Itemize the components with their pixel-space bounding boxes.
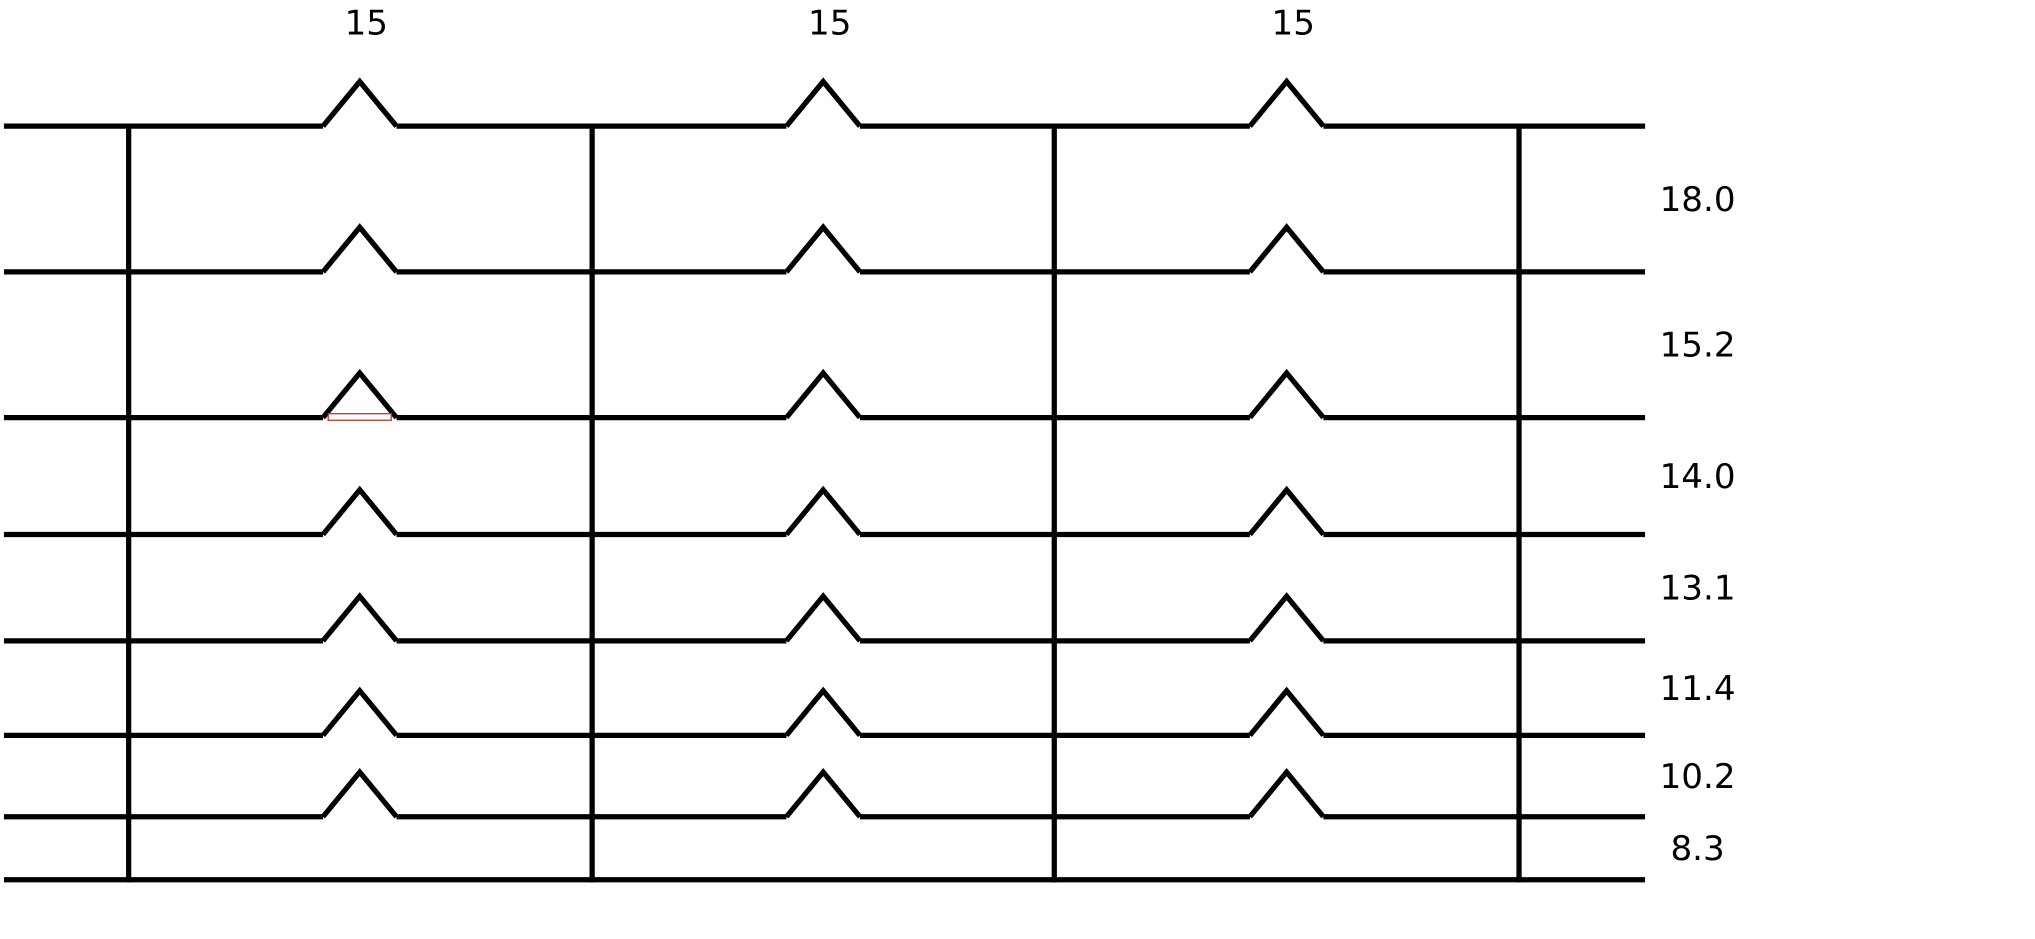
storey-height-label: 10.2 bbox=[1660, 757, 1736, 797]
floor-line bbox=[3, 592, 1646, 644]
storey-height-label: 8.3 bbox=[1670, 829, 1724, 869]
storey-height-label: 11.4 bbox=[1660, 669, 1736, 709]
floor-line bbox=[3, 368, 1646, 421]
accent-mark bbox=[327, 413, 392, 421]
storey-height-label: 15.2 bbox=[1660, 326, 1736, 366]
floor-line bbox=[3, 223, 1646, 275]
storey-height-label: 18.0 bbox=[1660, 180, 1736, 220]
floor-line bbox=[3, 77, 1646, 129]
floor-line bbox=[3, 485, 1646, 538]
bay-label: 15 bbox=[808, 3, 851, 43]
floor-line bbox=[3, 767, 1646, 820]
floor-line bbox=[3, 686, 1646, 738]
storey-height-label: 13.1 bbox=[1660, 568, 1736, 608]
bay-label: 15 bbox=[1271, 3, 1314, 43]
storey-height-label: 14.0 bbox=[1660, 457, 1736, 497]
bay-label: 15 bbox=[345, 3, 388, 43]
